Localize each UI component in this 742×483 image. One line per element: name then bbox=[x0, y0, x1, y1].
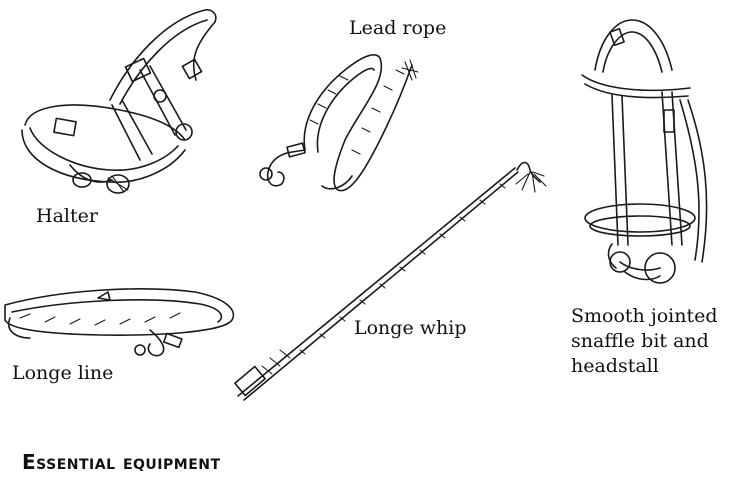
longe-line-drawing bbox=[4, 288, 235, 357]
figure-caption: Essential equipment bbox=[22, 450, 221, 474]
longe-line-label: Longe line bbox=[12, 362, 114, 384]
longe-whip-drawing bbox=[234, 161, 547, 401]
bridle-drawing bbox=[581, 19, 708, 284]
halter-label: Halter bbox=[36, 205, 98, 227]
bridle-label-line-2: snaffle bit and bbox=[571, 330, 709, 352]
halter-drawing bbox=[21, 9, 217, 194]
lead-rope-drawing bbox=[259, 54, 419, 192]
bridle-label-line-3: headstall bbox=[571, 355, 659, 377]
longe-whip-label: Longe whip bbox=[354, 317, 467, 339]
bridle-label-line-1: Smooth jointed bbox=[571, 305, 718, 327]
lead-rope-label: Lead rope bbox=[349, 17, 447, 39]
